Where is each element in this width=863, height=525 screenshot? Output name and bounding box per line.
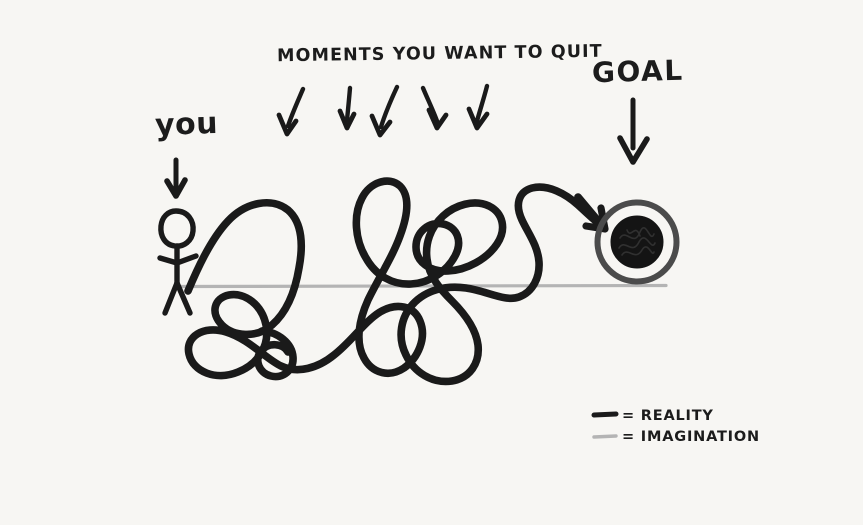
person-head (158, 208, 196, 249)
person-arms (157, 253, 199, 266)
goal-target-bullseye (594, 199, 680, 285)
quit-arrow-1 (276, 86, 306, 137)
you-arrow-head (164, 177, 188, 199)
target-center-scribble (618, 227, 656, 256)
person-leg-right (174, 280, 193, 316)
quit-arrows-group (276, 83, 490, 138)
quit-arrow-2 (337, 85, 357, 131)
legend-reality-swatch (591, 411, 619, 418)
target-center-fill (610, 215, 664, 269)
quit-arrow-4 (420, 85, 449, 131)
reality-arrowhead (582, 204, 609, 233)
stick-figure-person (157, 208, 199, 316)
reality-main-squiggle (184, 177, 606, 386)
reality-squiggle-path (184, 177, 609, 386)
down-arrow-to-target (617, 97, 650, 165)
legend-swatches (591, 411, 619, 439)
person-leg-left (162, 280, 180, 316)
target-outer-ring (594, 199, 680, 285)
legend-imagination-swatch (592, 434, 618, 439)
legend-reality-label: = REALITY (622, 408, 714, 424)
label-goal: GOAL (591, 53, 684, 90)
down-arrow-to-person (164, 157, 188, 199)
quit-arrow-5 (466, 83, 490, 131)
reality-spiral-curl (254, 327, 297, 381)
goal-arrow-head (617, 135, 650, 165)
label-you: you (154, 105, 219, 144)
quit-arrow-3 (369, 84, 400, 138)
legend-imagination-label: = IMAGINATION (622, 429, 760, 445)
